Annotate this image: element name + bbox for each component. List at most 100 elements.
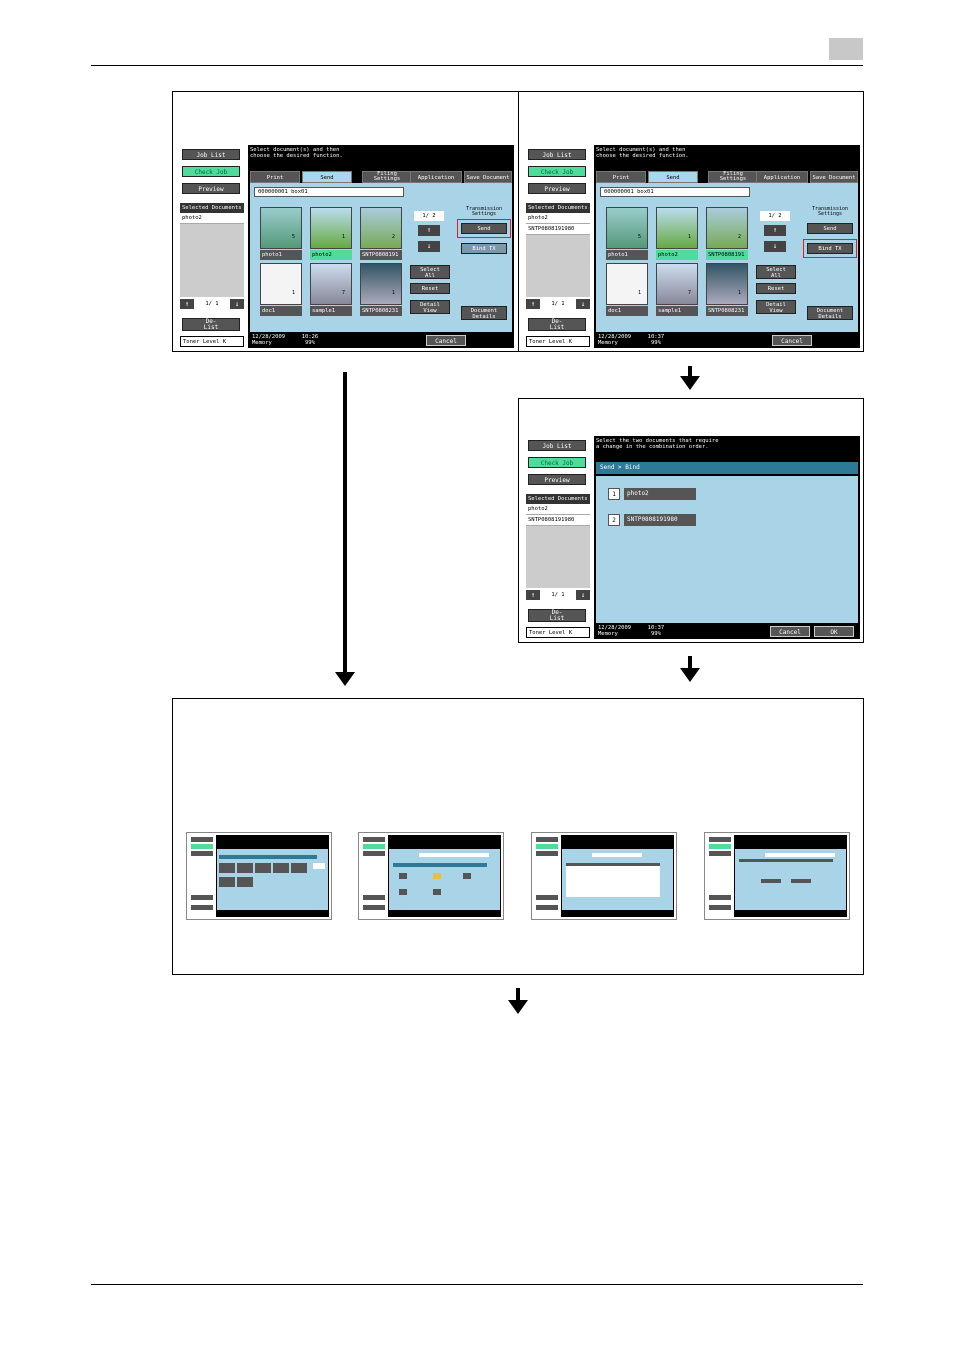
selected-documents-list: photo2 SNTP0808191980 [526, 504, 590, 588]
detail-view-button[interactable]: Detail View [410, 300, 450, 314]
thumbnail-label: SNTP0808191 [360, 250, 402, 260]
tab-send[interactable]: Send [648, 171, 698, 183]
thumbnail-label: SNTP0808231 [706, 306, 748, 316]
selected-documents-header: Selected Documents [180, 203, 244, 213]
toner-level: Toner Level K [180, 336, 244, 347]
tab-filing-settings[interactable]: Filing Settings [708, 171, 758, 183]
preview-button[interactable]: Preview [182, 183, 240, 194]
screen-bind-select: Job List Check Job Preview Selected Docu… [522, 145, 860, 348]
arrow-down-icon[interactable]: ↓ [230, 299, 244, 309]
check-job-button[interactable]: Check Job [528, 166, 586, 177]
reset-button[interactable]: Reset [756, 283, 796, 294]
arrow-up-icon[interactable]: ↑ [764, 225, 786, 236]
mini-screen-direct-input [358, 832, 504, 920]
arrow-down-icon[interactable]: ↓ [418, 241, 440, 252]
list-item[interactable]: photo2 [526, 504, 590, 515]
tab-save-document[interactable]: Save Document [810, 171, 858, 183]
arrow-up-icon[interactable]: ↑ [526, 590, 540, 600]
arrow-up-icon[interactable]: ↑ [526, 299, 540, 309]
main-area: Select the two documents that require a … [594, 436, 860, 639]
preview-button[interactable]: Preview [528, 474, 586, 485]
thumbnail-label: doc1 [606, 306, 648, 316]
flow-line [343, 372, 347, 672]
sidebar: Job List Check Job Preview Selected Docu… [522, 436, 592, 639]
delete-list-button[interactable]: De- List [528, 609, 586, 622]
mini-screen-search [704, 832, 850, 920]
arrow-up-icon[interactable]: ↑ [180, 299, 194, 309]
arrow-down-icon [335, 672, 355, 686]
box-header: 000000001 box01 [254, 187, 404, 197]
check-job-button[interactable]: Check Job [528, 457, 586, 468]
bind-tx-button[interactable]: Bind TX [461, 243, 507, 254]
tab-print[interactable]: Print [596, 171, 646, 183]
list-page: 1/ 1 [200, 299, 224, 309]
tab-save-document[interactable]: Save Document [464, 171, 512, 183]
mini-screen-address-book [186, 832, 332, 920]
document-name[interactable]: photo2 [624, 488, 696, 500]
document-name[interactable]: SNTP0808191980 [624, 514, 696, 526]
job-list-button[interactable]: Job List [182, 149, 240, 160]
cancel-button[interactable]: Cancel [772, 335, 812, 346]
list-item[interactable]: SNTP0808191980 [526, 515, 590, 526]
tab-print[interactable]: Print [250, 171, 300, 183]
function-tabs: Print Send Filing Settings Application S… [250, 171, 512, 183]
document-details-button[interactable]: Document Details [807, 306, 853, 320]
cancel-button[interactable]: Cancel [426, 335, 466, 346]
send-button[interactable]: Send [461, 223, 507, 234]
tab-application[interactable]: Application [756, 171, 808, 183]
bind-order-area: 1 photo2 2 SNTP0808191980 [596, 476, 858, 623]
thumbnail-label: photo2 [310, 250, 352, 260]
date-memory: 12/28/2009 10:37 Memory 99% [598, 334, 665, 346]
arrow-down-icon [508, 1000, 528, 1014]
preview-button[interactable]: Preview [528, 183, 586, 194]
arrow-down-icon[interactable]: ↓ [576, 590, 590, 600]
send-button[interactable]: Send [807, 223, 853, 234]
selected-documents-header: Selected Documents [526, 494, 590, 504]
document-details-button[interactable]: Document Details [461, 306, 507, 320]
select-all-button[interactable]: Select All [410, 265, 450, 279]
flow-line [516, 988, 520, 1000]
select-all-button[interactable]: Select All [756, 265, 796, 279]
arrow-down-icon[interactable]: ↓ [576, 299, 590, 309]
cancel-button[interactable]: Cancel [770, 626, 810, 637]
transmission-settings-label: Transmission Settings [465, 206, 503, 217]
delete-list-button[interactable]: De- List [528, 318, 586, 331]
main-area: Select document(s) and then choose the d… [248, 145, 514, 348]
list-item[interactable]: photo2 [526, 213, 590, 224]
reset-button[interactable]: Reset [410, 283, 450, 294]
tab-send[interactable]: Send [302, 171, 352, 183]
sidebar: Job List Check Job Preview Selected Docu… [522, 145, 592, 348]
main-area: Select document(s) and then choose the d… [594, 145, 860, 348]
arrow-up-icon[interactable]: ↑ [418, 225, 440, 236]
ok-button[interactable]: OK [814, 626, 854, 637]
detail-view-button[interactable]: Detail View [756, 300, 796, 314]
tab-application[interactable]: Application [410, 171, 462, 183]
footer-rule [91, 1284, 863, 1285]
job-list-button[interactable]: Job List [528, 149, 586, 160]
thumbnail-label: photo1 [606, 250, 648, 260]
delete-list-button[interactable]: De- List [182, 318, 240, 331]
check-job-button[interactable]: Check Job [182, 166, 240, 177]
job-list-button[interactable]: Job List [528, 440, 586, 451]
tab-filing-settings[interactable]: Filing Settings [362, 171, 412, 183]
arrow-down-icon[interactable]: ↓ [764, 241, 786, 252]
date-memory: 12/28/2009 10:37 Memory 99% [598, 625, 665, 637]
list-item[interactable]: photo2 [180, 213, 244, 224]
list-item[interactable]: SNTP0808191980 [526, 224, 590, 235]
thumbnail-page: 1/ 2 [414, 211, 444, 221]
bind-tx-button[interactable]: Bind TX [807, 243, 853, 254]
date-memory: 12/28/2009 10:26 Memory 99% [252, 334, 319, 346]
